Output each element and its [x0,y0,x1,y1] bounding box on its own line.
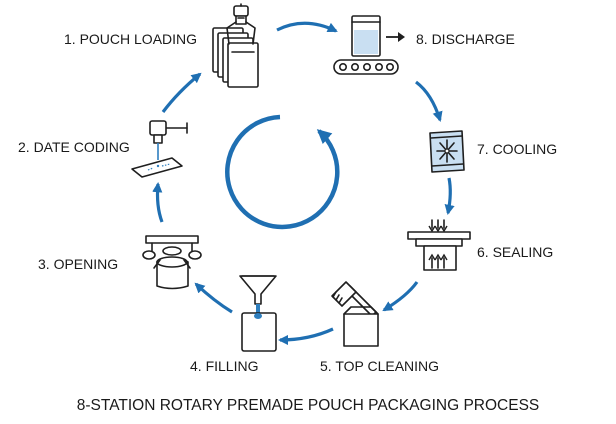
flow-arrow-1-to-8 [276,21,338,33]
station-5-label: 5. TOP CLEANING [320,358,439,374]
cooling-icon [429,130,465,173]
station-2-label: 2. DATE CODING [18,139,130,155]
flow-arrow-5-to-4 [277,327,334,346]
flow-arrow-2-to-1 [161,72,202,113]
discharge-icon [333,15,405,75]
flow-arrow-7-to-6 [444,177,455,216]
flow-arrows [152,21,455,346]
filling-icon [239,275,277,352]
top-cleaning-icon [331,281,379,347]
station-7-label: 7. COOLING [477,141,557,157]
station-4-label: 4. FILLING [190,358,258,374]
station-3-label: 3. OPENING [38,256,118,272]
rotation-arrow-icon [225,114,340,230]
flow-arrow-6-to-5 [382,281,419,312]
pouch-loading-icon [212,3,259,88]
date-coding-icon [131,120,188,178]
station-1-label: 1. POUCH LOADING [64,31,197,47]
opening-icon [142,235,202,290]
diagram-title: 8-STATION ROTARY PREMADE POUCH PACKAGING… [77,397,540,414]
flow-arrow-8-to-7 [415,80,443,122]
flow-arrow-4-to-3 [194,282,233,314]
flow-arrow-3-to-2 [152,181,164,223]
station-8-label: 8. DISCHARGE [416,31,515,47]
station-6-label: 6. SEALING [477,244,553,260]
sealing-icon [407,219,471,271]
